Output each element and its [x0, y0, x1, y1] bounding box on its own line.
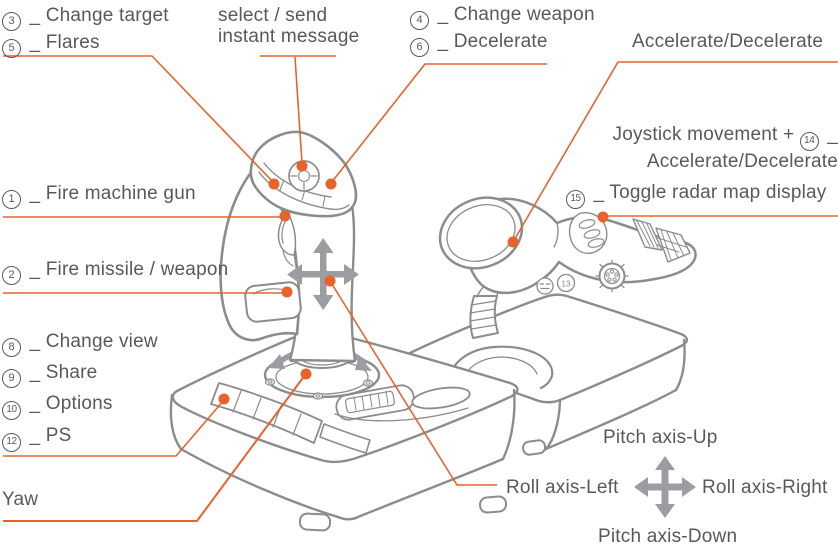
callout-line-yaw	[3, 374, 306, 522]
callout-label-joystick-movement: Joystick movement + 14 _ Accelerate/Dece…	[588, 124, 838, 172]
callout-text: _ Options	[29, 393, 113, 414]
axis-label-pitch-down: Pitch axis-Down	[598, 525, 737, 548]
circled-number-1: 1	[2, 190, 21, 209]
callout-text: _ Change view	[29, 331, 158, 352]
callout-label-select-send: select / send instant message	[218, 5, 359, 47]
callout-text-line1: select / send	[218, 5, 328, 26]
axis-label-roll-right: Roll axis-Right	[702, 476, 827, 499]
callout-dot	[218, 393, 230, 405]
callout-text-pre: Joystick movement +	[612, 124, 795, 145]
callout-label-options: 10 _ Options	[2, 388, 158, 420]
callout-label-share: 9 _ Share	[2, 357, 158, 388]
callout-text: _ Decelerate	[437, 31, 548, 52]
callout-line-roll-axis	[329, 280, 497, 486]
callout-text: _ PS	[29, 425, 72, 446]
callout-dots	[218, 160, 609, 405]
callout-dot	[507, 236, 519, 248]
circled-number-3: 3	[2, 12, 21, 31]
callout-text: Accelerate/Decelerate	[632, 31, 824, 52]
callout-dot	[281, 286, 293, 298]
callout-text-line2: instant message	[218, 26, 360, 47]
callout-label-group-weapon-decelerate: 4 _ Change weapon 6 _ Decelerate	[410, 3, 595, 57]
circled-number-15: 15	[566, 190, 585, 209]
callout-dot	[296, 160, 308, 172]
axis-text: Roll axis-Left	[506, 477, 619, 498]
callout-text: _ Change target	[29, 5, 169, 26]
callout-line-change-target-flares	[3, 55, 275, 184]
callout-label-flares: 5 _ Flares	[2, 31, 169, 58]
callout-text-line1: Joystick movement + 14 _	[588, 124, 838, 151]
circled-number-12: 12	[2, 433, 21, 452]
callout-label-change-weapon: 4 _ Change weapon	[410, 3, 595, 30]
circled-number-5: 5	[2, 39, 21, 58]
callout-lines	[3, 55, 838, 522]
callout-label-fire-machine-gun: 1 _ Fire machine gun	[2, 182, 196, 209]
callout-label-group-target-flares: 3 _ Change target 5 _ Flares	[2, 4, 169, 58]
axis-label-roll-left: Roll axis-Left	[506, 476, 619, 499]
throttle-stem-illustration	[449, 278, 554, 390]
circled-number-9: 9	[2, 369, 21, 388]
joystick-head-illustration	[249, 130, 358, 218]
stick-movement-cross-icon	[287, 238, 359, 310]
callout-text: _ Toggle radar map display	[593, 182, 827, 203]
callout-dot	[279, 210, 291, 222]
circled-number-10: 10	[2, 401, 21, 420]
circled-number-14: 14	[799, 132, 819, 151]
joystick-base-illustration	[169, 330, 519, 532]
callout-label-ps: 12 _ PS	[2, 420, 158, 452]
axis-legend-cross-icon	[634, 456, 696, 518]
circled-number-8: 8	[2, 338, 21, 357]
callout-text-post: _	[827, 124, 838, 145]
axis-text: Pitch axis-Down	[598, 526, 738, 547]
callout-text: _ Fire machine gun	[29, 183, 196, 204]
callout-label-decelerate: 6 _ Decelerate	[410, 30, 595, 57]
callout-text: _ Flares	[29, 32, 100, 53]
throttle-button-13-label: 13	[561, 279, 571, 289]
callout-label-fire-missile: 2 _ Fire missile / weapon	[2, 258, 228, 285]
callout-label-change-target: 3 _ Change target	[2, 4, 169, 31]
callout-dot	[300, 368, 312, 380]
callout-line-accelerate-decelerate	[512, 61, 838, 243]
circled-number-4: 4	[410, 11, 429, 30]
circled-number-2: 2	[2, 266, 21, 285]
callout-dot	[324, 275, 336, 287]
callout-line-change-weapon-decelerate	[330, 63, 547, 184]
callout-dot	[325, 178, 337, 190]
callout-line-select-send	[260, 55, 336, 164]
callout-text: _ Fire missile / weapon	[29, 259, 229, 280]
callout-dot	[268, 178, 280, 190]
callout-line-ps-buttons	[3, 399, 225, 457]
callout-label-yaw: Yaw	[2, 488, 38, 511]
callout-text: Yaw	[2, 489, 39, 510]
callout-text: _ Change weapon	[437, 4, 595, 25]
callout-label-accelerate-decelerate: Accelerate/Decelerate	[632, 30, 823, 53]
axis-text: Pitch axis-Up	[603, 427, 718, 448]
callout-label-toggle-radar: 15 _ Toggle radar map display	[566, 181, 826, 209]
axis-label-pitch-up: Pitch axis-Up	[603, 426, 718, 449]
callout-dot	[597, 211, 609, 223]
callout-label-change-view: 8 _ Change view	[2, 326, 158, 357]
callout-label-group-base-buttons: 8 _ Change view 9 _ Share 10 _ Options 1…	[2, 326, 158, 452]
callout-text-line2: Accelerate/Decelerate	[646, 151, 838, 172]
callout-text: _ Share	[29, 362, 98, 383]
axis-text: Roll axis-Right	[702, 477, 828, 498]
circled-number-6: 6	[410, 38, 429, 57]
